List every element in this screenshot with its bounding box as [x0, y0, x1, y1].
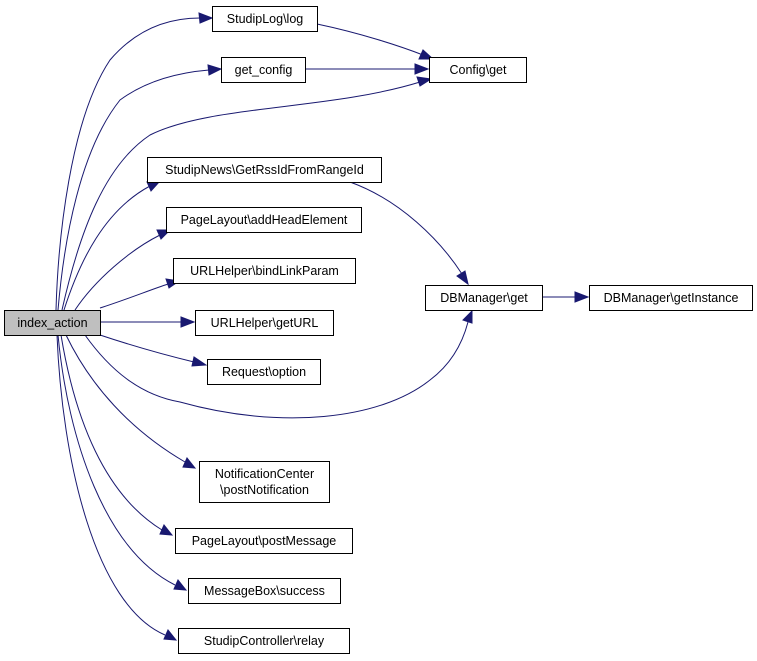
node-label: MessageBox\success [204, 584, 325, 598]
edge-studipnews-getrssid-to-dbmanager-get [349, 181, 469, 286]
node-urlhelper-bindlink[interactable]: URLHelper\bindLinkParam [173, 258, 356, 284]
node-label: Request\option [222, 365, 306, 379]
edge-line [84, 321, 469, 419]
edge-line [57, 334, 176, 586]
node-label: StudipNews\GetRssIdFromRangeId [165, 163, 364, 177]
node-label: NotificationCenter [215, 467, 314, 481]
edge-line [63, 185, 151, 311]
edge-get-config-to-config-get [305, 63, 430, 75]
node-label: URLHelper\getURL [211, 316, 319, 330]
node-box [178, 628, 350, 654]
node-pagelayout-postmessage[interactable]: PageLayout\postMessage [175, 528, 353, 554]
edge-index-action-to-urlhelper-bindlink [99, 278, 181, 309]
edge-arrowhead [456, 270, 469, 286]
node-studiplog-log[interactable]: StudipLog\log [212, 6, 318, 32]
node-box [175, 528, 353, 554]
edge-arrowhead [416, 76, 433, 87]
node-dbmanager-getinstance[interactable]: DBManager\getInstance [589, 285, 753, 311]
node-index-action[interactable]: index_action [4, 310, 101, 336]
edge-index-action-to-config-get [61, 76, 433, 311]
edge-arrowhead [163, 629, 178, 641]
edge-studiplog-log-to-config-get [316, 23, 435, 60]
node-box [4, 310, 101, 336]
edge-arrowhead [198, 12, 214, 24]
node-label: get_config [235, 63, 293, 77]
node-box [221, 57, 306, 83]
edge-line [74, 234, 161, 311]
edge-arrowhead [462, 309, 473, 324]
node-box [147, 157, 382, 183]
edge-arrowhead [414, 63, 430, 75]
node-box [425, 285, 543, 311]
edge-line [316, 23, 424, 56]
edge-index-action-to-studiplog-log [55, 12, 214, 311]
node-label: URLHelper\bindLinkParam [190, 264, 339, 278]
node-label: Config\get [450, 63, 508, 77]
edge-arrowhead [418, 49, 435, 60]
edge-index-action-to-get-config [57, 64, 223, 311]
edge-dbmanager-get-to-dbmanager-getinstance [542, 291, 590, 303]
edges-layer [55, 12, 590, 641]
node-label: StudipLog\log [227, 12, 304, 26]
edge-index-action-to-pagelayout-postmessage [60, 334, 174, 536]
edge-arrowhead [159, 524, 174, 536]
edge-arrowhead [173, 579, 188, 591]
node-box [195, 310, 334, 336]
node-studipcontroller-relay[interactable]: StudipController\relay [178, 628, 350, 654]
node-label: PageLayout\addHeadElement [181, 213, 348, 227]
node-label: \postNotification [220, 483, 309, 497]
node-box [207, 359, 321, 385]
edge-line [57, 69, 210, 311]
node-box [212, 6, 318, 32]
edge-index-action-to-dbmanager-get [84, 309, 473, 419]
node-notificationcenter-post[interactable]: NotificationCenter \postNotification [199, 461, 330, 503]
edge-index-action-to-studipcontroller-relay [56, 334, 178, 641]
node-config-get[interactable]: Config\get [429, 57, 527, 83]
edge-line [349, 181, 463, 275]
edge-line [99, 283, 169, 309]
node-pagelayout-addhead[interactable]: PageLayout\addHeadElement [166, 207, 362, 233]
node-dbmanager-get[interactable]: DBManager\get [425, 285, 543, 311]
edge-index-action-to-studipnews-getrssid [63, 180, 162, 311]
node-label: StudipController\relay [204, 634, 325, 648]
edge-arrowhead [191, 356, 208, 367]
edge-arrowhead [574, 291, 590, 303]
node-label: index_action [17, 316, 87, 330]
node-label: PageLayout\postMessage [192, 534, 337, 548]
edge-line [56, 334, 166, 636]
node-studipnews-getrssid[interactable]: StudipNews\GetRssIdFromRangeId [147, 157, 382, 183]
node-get-config[interactable]: get_config [221, 57, 306, 83]
edge-index-action-to-notificationcenter-post [65, 334, 197, 469]
edge-line [99, 334, 195, 363]
edge-arrowhead [182, 457, 197, 469]
edge-index-action-to-urlhelper-geturl [100, 316, 196, 328]
nodes-layer: index_action StudipLog\log get_config Confi… [4, 6, 753, 654]
edge-line [61, 81, 421, 311]
edge-arrowhead [180, 316, 196, 328]
node-messagebox-success[interactable]: MessageBox\success [188, 578, 341, 604]
node-request-option[interactable]: Request\option [207, 359, 321, 385]
node-box [429, 57, 527, 83]
node-box [166, 207, 362, 233]
edge-index-action-to-pagelayout-addhead [74, 229, 172, 311]
edge-line [55, 17, 201, 311]
edge-line [60, 334, 163, 531]
node-box [188, 578, 341, 604]
edge-index-action-to-request-option [99, 334, 208, 367]
edge-line [65, 334, 186, 463]
node-label: DBManager\get [440, 291, 528, 305]
node-box [589, 285, 753, 311]
node-label: DBManager\getInstance [604, 291, 739, 305]
node-urlhelper-geturl[interactable]: URLHelper\getURL [195, 310, 334, 336]
edge-index-action-to-messagebox-success [57, 334, 188, 591]
node-box [173, 258, 356, 284]
edge-arrowhead [207, 64, 223, 76]
node-box [199, 461, 330, 503]
